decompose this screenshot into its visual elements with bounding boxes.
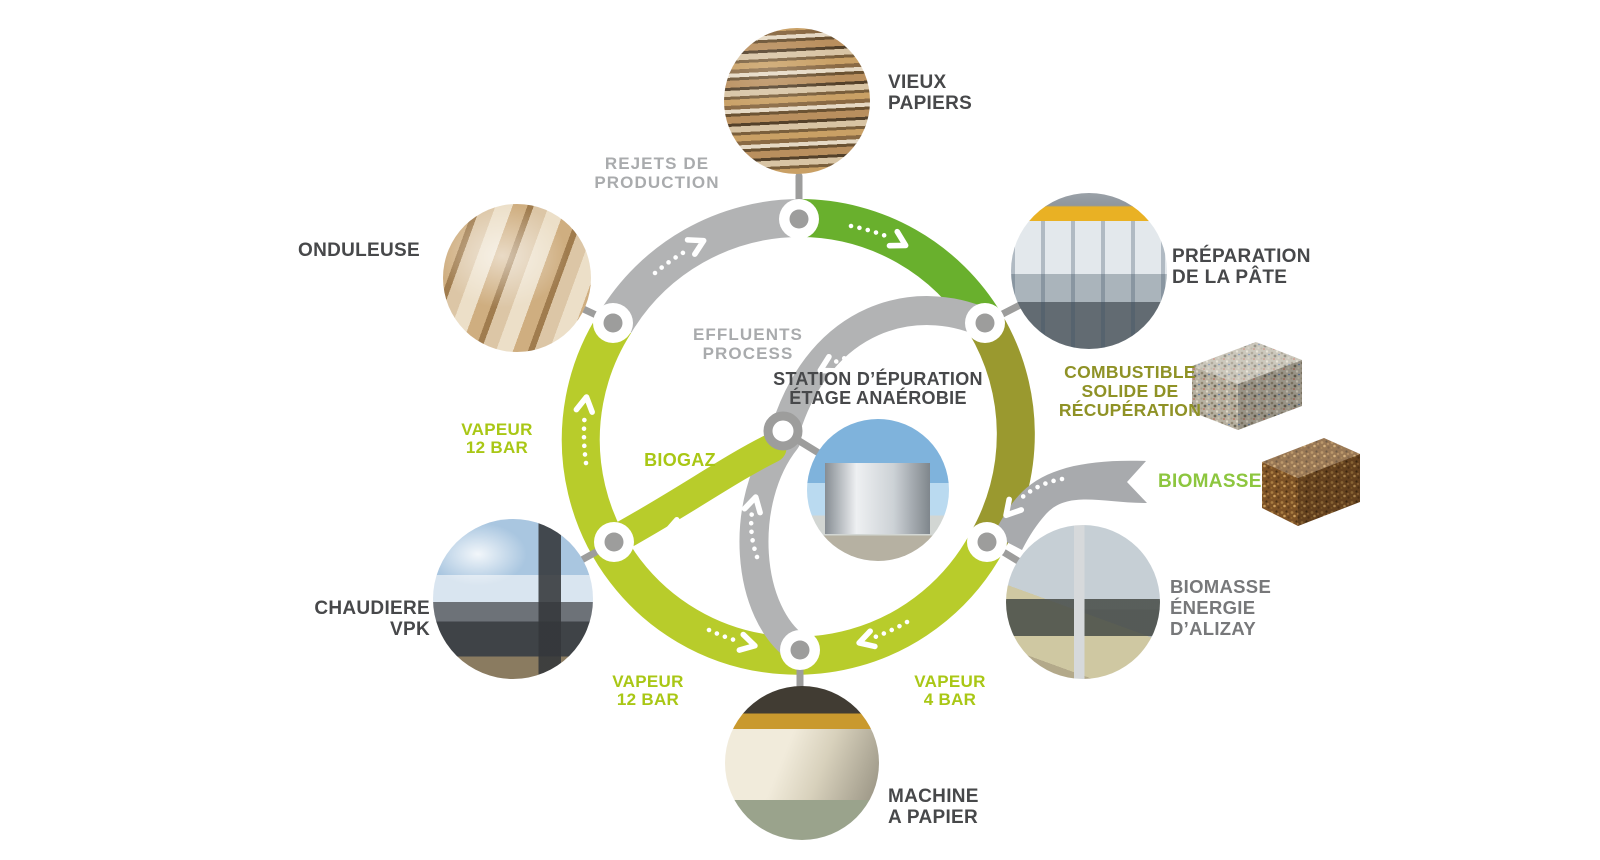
photo-onduleuse (443, 204, 591, 352)
label-station-epuration: STATION D’ÉPURATION ÉTAGE ANAÉROBIE (773, 369, 983, 408)
label-rejets-production: REJETS DE PRODUCTION (594, 154, 720, 192)
label-biomasse-energie: BIOMASSE ÉNERGIE D’ALIZAY (1170, 576, 1272, 639)
photo-machine-a-papier (725, 686, 879, 840)
label-preparation-pate: PRÉPARATION DE LA PÂTE (1172, 246, 1311, 288)
junction-machine-papier (780, 630, 820, 670)
label-vieux-papiers: VIEUX PAPIERS (888, 72, 973, 114)
flow-arrow-biogaz (663, 509, 741, 538)
combustible-solide-cube (1192, 342, 1302, 430)
flow-arrow-effluents-top (817, 345, 889, 374)
flow-arrow-vapeur-12bar-left (573, 394, 595, 466)
label-effluents-process: EFFLUENTS PROCESS (692, 325, 803, 363)
junction-biomasse-energie (967, 522, 1007, 562)
photo-chaudiere-vpk (433, 519, 593, 679)
junction-vieux-papiers (779, 199, 819, 239)
label-vapeur-12bar-bottom: VAPEUR 12 BAR (612, 672, 684, 709)
junction-preparation (965, 303, 1005, 343)
photo-station-epuration (807, 419, 949, 561)
label-biomasse: BIOMASSE (1158, 471, 1262, 492)
label-vapeur-4bar: VAPEUR 4 BAR (914, 672, 986, 709)
arc-effluents-from-preparation (771, 296, 1000, 443)
arc-effluents-from-machine (739, 425, 815, 665)
label-machine-a-papier: MACHINE A PAPIER (888, 786, 979, 828)
biomasse-ribbon-arrow (993, 460, 1147, 550)
photo-vieux-papiers (724, 28, 870, 174)
flow-arrow-biomasse-ribbon (1003, 476, 1065, 519)
flow-arrow-effluents-bottom (741, 494, 763, 560)
label-chaudiere-vpk: CHAUDIERE VPK (314, 598, 430, 640)
label-onduleuse: ONDULEUSE (298, 240, 420, 261)
label-biogaz: BIOGAZ (644, 450, 716, 470)
junction-chaudiere (594, 522, 634, 562)
junction-onduleuse (593, 303, 633, 343)
junction-station-epuration (763, 411, 803, 451)
flow-arrow-vapeur-4bar (856, 619, 910, 650)
arc-vapeur-lime (561, 312, 1004, 675)
label-combustible-solide: COMBUSTIBLE SOLIDE DE RÉCUPÉRATION (1058, 362, 1202, 420)
flow-arrow-vapeur-12bar-bottom (706, 627, 758, 653)
photo-biomasse-energie (1006, 525, 1160, 679)
photo-preparation-pate (1011, 193, 1167, 349)
ring-junctions (593, 199, 1007, 670)
arc-combustible-solide (968, 313, 1035, 552)
label-vapeur-12bar-left: VAPEUR 12 BAR (461, 420, 533, 457)
biomasse-cube (1262, 438, 1360, 526)
flow-arrow-vieux-to-preparation (848, 223, 909, 249)
arc-biogaz (607, 433, 787, 551)
arc-rejets-production (598, 199, 801, 334)
flow-arrow-rejets (652, 237, 707, 276)
